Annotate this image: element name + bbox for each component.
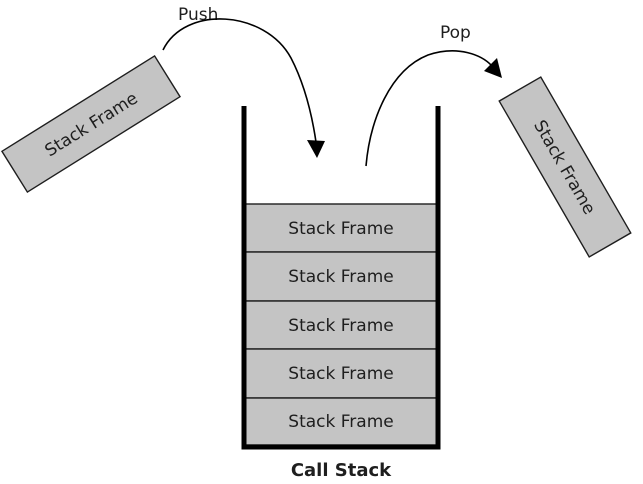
stack-frame-label: Stack Frame — [288, 364, 393, 384]
stack-frame-label: Stack Frame — [288, 219, 393, 239]
stack-frame: Stack Frame — [244, 300, 438, 350]
stack-frame: Stack Frame — [244, 348, 438, 399]
pop-arrow-curve — [365, 50, 493, 167]
stack-frame-label: Stack Frame — [288, 267, 393, 287]
stack-frame: Stack Frame — [244, 251, 438, 302]
stack-frame-box — [244, 397, 438, 446]
call-stack-title: Call Stack — [291, 460, 392, 481]
stack-frame-label: Stack Frame — [288, 316, 393, 336]
push-arrow-curve — [162, 18, 317, 143]
outgoing-stack-frame-box — [498, 76, 632, 258]
stack-frame: Stack Frame — [244, 397, 438, 446]
stack-frame-list: Stack Frame Stack Frame Stack Frame Stac… — [244, 203, 438, 446]
incoming-stack-frame: Stack Frame — [0, 54, 182, 194]
pop-arrow-head-icon — [484, 58, 502, 78]
stack-frame: Stack Frame — [244, 203, 438, 253]
call-stack-container — [241, 106, 441, 450]
stack-frame-label: Stack Frame — [288, 412, 393, 432]
outgoing-stack-frame: Stack Frame — [498, 76, 632, 258]
pop-label: Pop — [440, 23, 471, 43]
push-arrow-head-icon — [307, 140, 325, 158]
incoming-stack-frame-box — [0, 54, 182, 194]
